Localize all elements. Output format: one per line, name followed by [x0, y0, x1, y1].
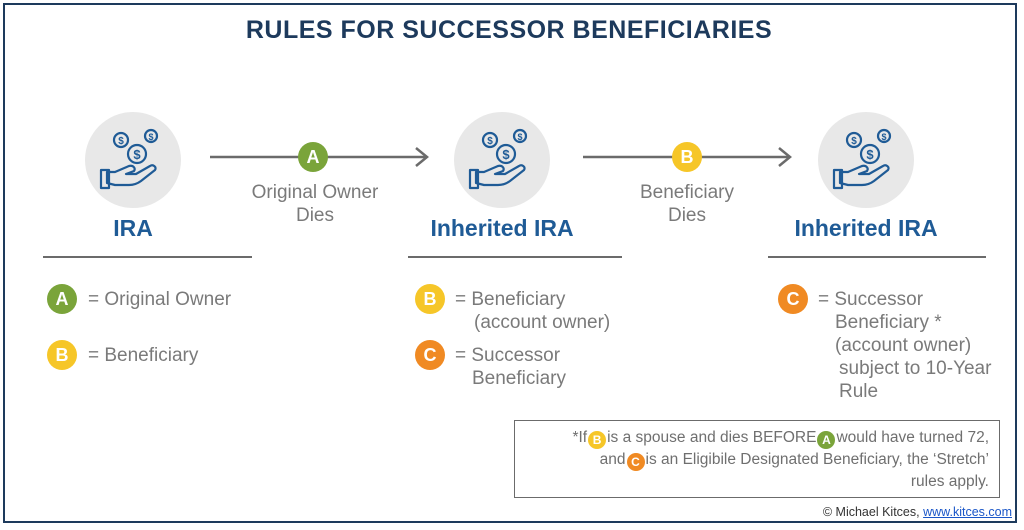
svg-text:$: $ — [866, 147, 874, 162]
svg-text:$: $ — [148, 132, 153, 142]
transition-label-b: Beneficiary Dies — [640, 182, 734, 226]
svg-text:$: $ — [133, 147, 141, 162]
legend-badge-c: C — [778, 284, 808, 314]
money-hand-icon: $ $ $ — [85, 112, 181, 208]
node-label-inherited-ira-2: Inherited IRA — [794, 215, 938, 241]
legend-text-successor-10-year: = Successor Beneficiary * (account owner… — [818, 289, 992, 402]
legend-badge-b: B — [415, 284, 445, 314]
svg-text:$: $ — [881, 132, 886, 142]
note-badge-c: C — [626, 453, 645, 471]
divider-inherited-ira-1 — [408, 256, 622, 258]
svg-text:$: $ — [851, 136, 857, 147]
legend-text-beneficiary: = Beneficiary — [88, 345, 199, 366]
kitces-link[interactable]: www.kitces.com — [923, 505, 1012, 519]
badge-b: B — [672, 142, 702, 172]
legend-badge-a: A — [47, 284, 77, 314]
divider-inherited-ira-2 — [768, 256, 986, 258]
page-title: RULES FOR SUCCESSOR BENEFICIARIES — [245, 16, 773, 44]
svg-text:$: $ — [517, 132, 522, 142]
note-badge-a: A — [817, 431, 836, 449]
legend-badge-b: B — [47, 340, 77, 370]
copyright: © Michael Kitces, www.kitces.com — [822, 505, 1012, 519]
legend-badge-c: C — [415, 340, 445, 370]
svg-text:$: $ — [502, 147, 510, 162]
svg-text:$: $ — [118, 136, 124, 147]
note-badge-b: B — [588, 431, 607, 449]
divider-ira — [43, 256, 252, 258]
svg-text:$: $ — [487, 136, 493, 147]
legend-text-beneficiary-account-owner: = Beneficiary (account owner) — [455, 289, 611, 333]
footnote-line-3: rules apply. — [910, 473, 989, 490]
legend-text-original-owner: = Original Owner — [88, 289, 232, 310]
node-label-ira: IRA — [113, 215, 153, 241]
badge-a: A — [298, 142, 328, 172]
transition-label-a: Original Owner Dies — [251, 182, 379, 226]
diagram-frame — [3, 3, 1017, 523]
legend-text-successor-beneficiary: = Successor Beneficiary — [455, 345, 566, 389]
money-hand-icon: $ $ $ — [818, 112, 914, 208]
money-hand-icon: $ $ $ — [454, 112, 550, 208]
node-label-inherited-ira-1: Inherited IRA — [430, 215, 574, 241]
